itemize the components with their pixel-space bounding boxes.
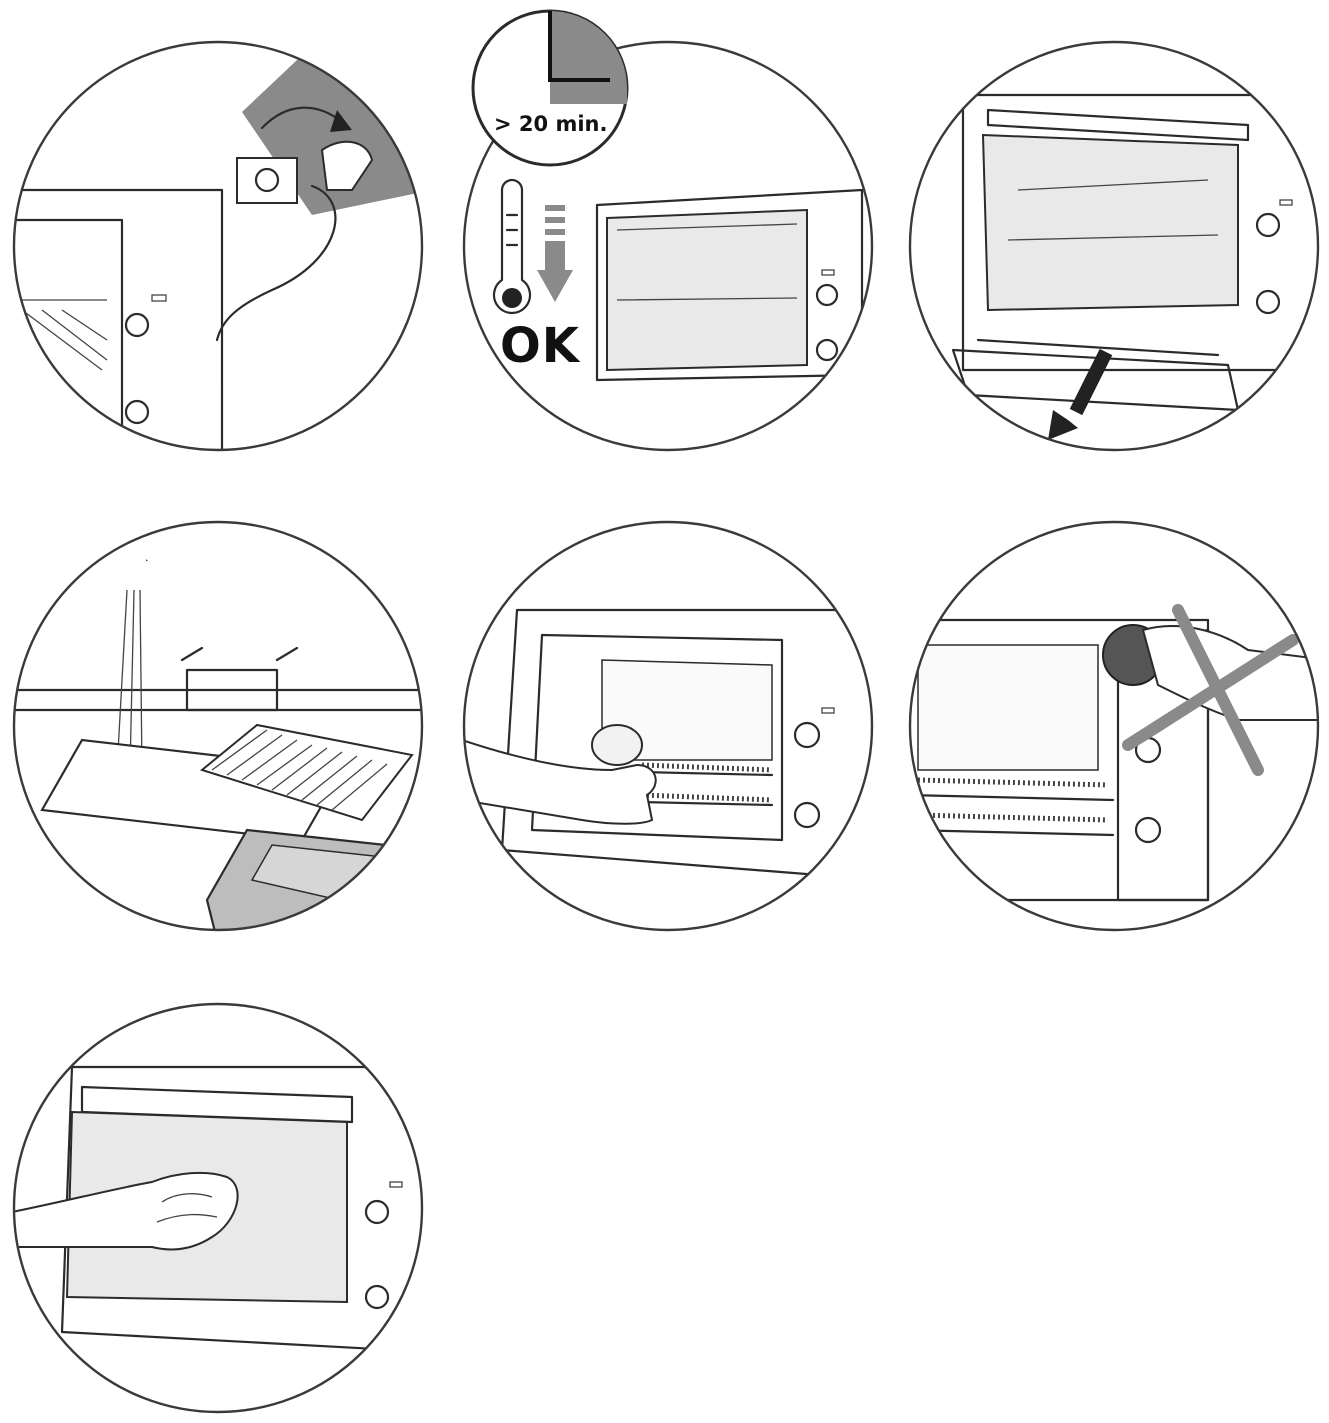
step-sponge-clean-panel — [462, 520, 874, 932]
step-unplug-panel — [12, 40, 424, 452]
step-wash-accessories-panel — [12, 520, 424, 932]
step-wipe-door-panel — [12, 1002, 424, 1414]
step-cool-down-panel — [462, 40, 874, 452]
unplug-icon — [12, 40, 424, 452]
cool-down-icon — [462, 40, 874, 452]
step-no-abrasive-panel — [908, 520, 1320, 932]
clock-icon — [471, 9, 629, 167]
no-abrasive-scourer-icon — [908, 520, 1320, 932]
sponge-clean-interior-icon — [462, 520, 874, 932]
ok-text: OK — [500, 318, 580, 374]
timer-badge — [470, 8, 630, 168]
wipe-door-glass-icon — [12, 1002, 424, 1414]
timer-text: > 20 min. — [494, 112, 608, 136]
wash-accessories-icon — [12, 520, 424, 932]
remove-tray-icon — [908, 40, 1320, 452]
step-remove-tray-panel — [908, 40, 1320, 452]
